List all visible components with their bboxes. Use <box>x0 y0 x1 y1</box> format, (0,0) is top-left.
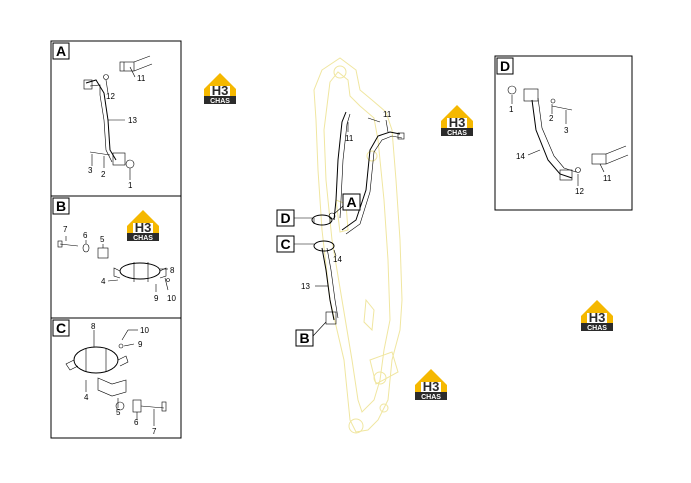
main-callouts: D A C B 11 11 14 13 <box>276 110 392 347</box>
callout-d-letter: D <box>280 210 290 226</box>
panel-c-letter: C <box>56 320 66 336</box>
panel-d-letter: D <box>500 58 510 74</box>
panel-a-label-13: 13 <box>128 116 137 125</box>
logo-2-chas: CHAS <box>447 130 467 137</box>
panel-d-tube <box>531 97 577 181</box>
panel-b-label-9: 9 <box>154 294 159 303</box>
panel-c-label-7: 7 <box>152 427 157 436</box>
panel-b-label-4: 4 <box>101 277 106 286</box>
logo-5: H3 CHAS <box>415 369 447 401</box>
panel-a-tag <box>52 42 70 60</box>
panel-b-frame <box>50 195 182 319</box>
panel-a-label-12: 12 <box>106 92 115 101</box>
panel-c-tag <box>52 319 70 337</box>
logo-3: H3 CHAS <box>127 210 159 242</box>
panel-d-label-2: 2 <box>549 114 554 123</box>
panel-b-clamp <box>113 262 167 282</box>
panel-b: B 7 6 5 4 8 9 10 <box>50 195 182 319</box>
panel-a-tube <box>83 79 126 166</box>
panel-a: A 11 12 13 3 2 1 <box>50 40 182 197</box>
panel-a-bolt <box>89 151 111 156</box>
main-label-13: 13 <box>301 282 310 291</box>
panel-d-label-11: 11 <box>603 174 612 183</box>
logo-4: H3 CHAS <box>581 300 613 332</box>
logo-1-h3: H3 <box>212 83 229 98</box>
panel-a-oring <box>103 74 109 80</box>
boom-drawing <box>313 57 403 434</box>
logo-2-h3: H3 <box>449 115 466 130</box>
logo-3-chas: CHAS <box>133 235 153 242</box>
panel-c-label-8: 8 <box>91 322 96 331</box>
panel-a-label-1: 1 <box>128 181 133 190</box>
panel-a-letter: A <box>56 43 66 59</box>
panel-d-frame <box>494 55 633 211</box>
panel-d-bolt <box>551 105 573 111</box>
panel-a-frame <box>50 40 182 197</box>
logo-5-chas: CHAS <box>421 394 441 401</box>
panel-c: C 8 10 9 4 5 6 7 <box>50 317 182 439</box>
panel-b-label-8: 8 <box>170 266 175 275</box>
panel-c-label-4: 4 <box>84 393 89 402</box>
panel-a-label-2: 2 <box>101 170 106 179</box>
panel-b-label-7: 7 <box>63 225 68 234</box>
callout-a-letter: A <box>346 194 356 210</box>
panel-d-fitting <box>591 145 629 165</box>
boom-hoses <box>311 111 405 325</box>
panel-c-label-6: 6 <box>134 418 139 427</box>
main-label-11-left: 11 <box>345 134 354 143</box>
logo-4-chas: CHAS <box>587 325 607 332</box>
logo-1-chas: CHAS <box>210 98 230 105</box>
panel-c-label-5: 5 <box>116 408 121 417</box>
callout-a-box <box>342 193 361 211</box>
callout-b-letter: B <box>299 330 309 346</box>
panel-d: D 1 2 3 14 11 12 <box>494 55 633 211</box>
callout-b-box <box>295 329 314 347</box>
panel-d-block <box>523 88 539 102</box>
panel-b-tag <box>52 197 70 215</box>
panel-b-spacer <box>97 247 109 259</box>
logo-4-h3: H3 <box>589 310 606 325</box>
panel-b-label-10: 10 <box>167 294 176 303</box>
panel-a-fitting <box>119 55 153 72</box>
main-label-11-right: 11 <box>383 110 392 119</box>
panel-d-label-14: 14 <box>516 152 525 161</box>
panel-d-label-12: 12 <box>575 187 584 196</box>
panel-d-label-3: 3 <box>564 126 569 135</box>
panel-a-washer <box>125 159 135 169</box>
panel-c-frame <box>50 317 182 439</box>
logo-2: H3 CHAS <box>441 105 473 137</box>
logo-3-h3: H3 <box>135 220 152 235</box>
main-label-14: 14 <box>333 255 342 264</box>
logo-5-h3: H3 <box>423 379 440 394</box>
panel-a-label-3: 3 <box>88 166 93 175</box>
panel-b-label-6: 6 <box>83 231 88 240</box>
panel-b-washer <box>82 243 90 253</box>
panel-c-label-10: 10 <box>140 326 149 335</box>
callout-c-letter: C <box>280 236 290 252</box>
panel-d-tag <box>496 57 514 75</box>
panel-c-clamp <box>65 346 129 397</box>
panel-c-label-9: 9 <box>138 340 143 349</box>
panel-a-label-11: 11 <box>137 74 146 83</box>
panel-b-bolt <box>59 243 79 247</box>
logo-1: H3 CHAS <box>204 73 236 105</box>
panel-b-letter: B <box>56 198 66 214</box>
panel-b-label-5: 5 <box>100 235 105 244</box>
panel-d-washer <box>507 85 517 95</box>
panel-d-label-1: 1 <box>509 105 514 114</box>
